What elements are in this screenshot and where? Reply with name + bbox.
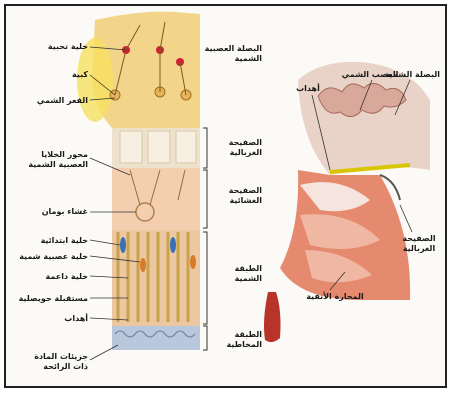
label-axon: محور الخلايا [12, 150, 88, 159]
label-glomerulus: كبية [12, 70, 88, 79]
label-cribriform: الصفيحة [210, 138, 262, 147]
label-mucus-layer: الطبقة [210, 330, 262, 339]
label-olfactory-layer: الطبقة [210, 264, 262, 273]
lamina-propria [112, 168, 200, 230]
cribriform-plate [112, 128, 200, 168]
label-odorant: جزيئات المادة [12, 352, 88, 361]
layer-brackets [203, 128, 207, 350]
label-nasal-concha: المحارة الأنفية [300, 292, 370, 301]
olfactory-bulb-region [77, 12, 200, 128]
label-olfactory-bulb: البصلة العصبية [202, 44, 262, 53]
label-lamina-2: الغشائية [210, 196, 262, 205]
label-olfactory-neuron: خلية عصبية شمية [12, 252, 88, 261]
label-cilia: أهداب [12, 314, 88, 323]
label-cilia-right: أهداب [288, 84, 328, 93]
label-lamina: الصفيحة [210, 186, 262, 195]
label-olfactory-tract: الفعر الشمي [12, 96, 88, 105]
label-olfactory-layer-2: الشمية [210, 274, 262, 283]
mucus-layer [112, 326, 200, 350]
label-mitral-cell: خلية تحبية [12, 42, 88, 51]
label-olfactory-bulb-2: الشمية [202, 54, 262, 63]
label-basal-cell: خلية ابتدائية [12, 236, 88, 245]
label-bowman-gland: غشاء بومان [12, 207, 88, 216]
label-receptor: مستقبلة حويصلية [12, 294, 88, 303]
label-cribriform-right: الصفيحة [396, 234, 442, 243]
label-odorant-2: ذات الرائحة [12, 362, 88, 371]
label-supporting-cell: خلية داعمة [12, 272, 88, 281]
label-axon-2: العصبية الشمية [12, 160, 88, 169]
label-mucus-layer-2: المخاطية [210, 340, 262, 349]
label-olfactory-bulb-right: البصلة الشمية [385, 70, 440, 79]
label-cribriform-right-2: الغربالية [396, 244, 442, 253]
label-cribriform-2: الغربالية [210, 148, 262, 157]
